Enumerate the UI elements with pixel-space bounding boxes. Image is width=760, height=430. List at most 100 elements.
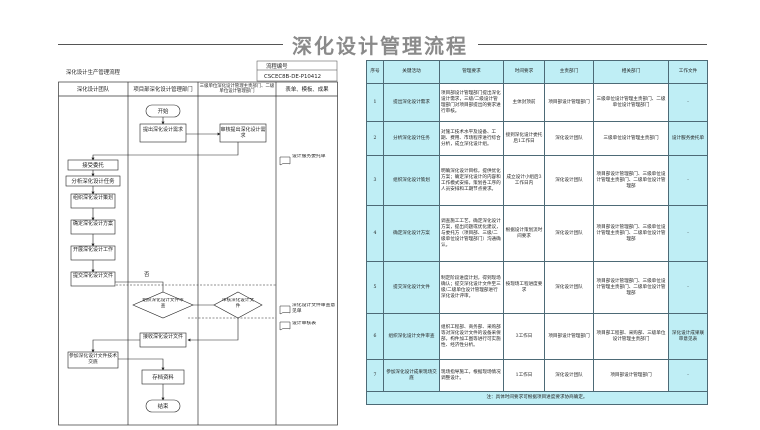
cell-activity: 组织深化设计文件审查 <box>383 313 440 360</box>
node-start: 开始 <box>145 104 181 118</box>
form-doc-3: 设计审核表 <box>279 321 316 331</box>
title-rule-right <box>478 44 707 45</box>
form-doc-1: 设计服务委托单 <box>279 154 326 166</box>
management-table: 序号 关键活动 管理要求 时间要求 主责部门 相关部门 工作文件 1 提出深化设… <box>366 60 708 405</box>
svg-text:结束: 结束 <box>158 402 169 410</box>
form-doc-2: 深化设计文件审查意见单 <box>279 303 335 315</box>
table-note: 注：具体时间要求可根据项目进度要求协商确定。 <box>366 391 708 405</box>
node-review-file-project: 组织深化设计文件审查 <box>132 291 194 319</box>
doc-title: 深化设计生产管理流程 <box>66 68 121 76</box>
col-header-activity: 关键活动 <box>383 60 440 84</box>
cell-requirement: 组织工程部、商务部、采购部等对深化设计文件的设备采保部，构件加工图等进行可实施性… <box>439 313 504 360</box>
node-submit-file: 提交深化设计文件 <box>70 271 116 287</box>
code-value: CSCEC8B-DE-P10412 <box>264 74 321 80</box>
cell-requirement: 现场指导施工，根据现场情况调整设计。 <box>439 359 504 392</box>
cell-related: 项目部设计管理部门 <box>593 359 669 392</box>
svg-text:存档资料: 存档资料 <box>152 373 174 381</box>
node-archive: 存档资料 <box>141 369 185 385</box>
table-row: 3 组织深化设计策划 明确深化设计目标，提供优化方案；确定深化设计的内容和工作模… <box>366 155 708 206</box>
cell-doc: 设计服务委托单 <box>668 121 708 156</box>
table-row: 2 分析深化设计任务 对施工技术水平及设备、工期、费用、市场程序进行综合分析，成… <box>366 121 708 156</box>
cell-lead: 深化设计团队 <box>544 205 594 262</box>
col-header-related: 相关部门 <box>593 60 669 84</box>
cell-requirement: 明确深化设计目标，提供优化方案；确定深化设计的内容和工作模式安排，策划各工序的人… <box>439 155 504 206</box>
lane-label-team: 深化设计团队 <box>77 85 110 93</box>
code-box <box>256 60 338 82</box>
flowchart-diagram: 深化设计生产管理流程 流程编号 CSCEC8B-DE-P10412 深化设计团队… <box>58 60 338 426</box>
cell-related: 项目部设计管理部门、三级单位设计管理主责部门、二级单位设计管理部 <box>593 205 669 262</box>
cell-activity: 提出深化设计需求 <box>383 83 440 122</box>
table-row: 4 确定深化设计方案 调查施工工艺，确定深化设计方案，提出问题或优化建议，与委托… <box>366 205 708 262</box>
cell-time: 1工作日 <box>503 359 545 392</box>
cell-no: 4 <box>366 205 384 262</box>
cell-time: 根据设计策划流时间要求 <box>503 205 545 262</box>
cell-lead: 深化设计团队 <box>544 261 594 314</box>
cell-related: 项目部设计管理部门、三级单位设计管理主责部门、二级单位设计管理部 <box>593 155 669 206</box>
node-confirm-plan: 确定深化设计方案 <box>70 219 116 235</box>
cell-lead: 深化设计团队 <box>544 155 594 206</box>
cell-requirement: 对施工技术水平及设备、工期、费用、市场程序进行综合分析，成立深化设计组。 <box>439 121 504 156</box>
node-plan: 组织深化设计策划 <box>70 193 116 209</box>
node-review-requirement: 审核提出深化设计需求 <box>219 123 267 143</box>
cell-related: 项目部设计管理部门、三级单位设计管理主责部门、二级单位设计管理部 <box>593 261 669 314</box>
cell-no: 5 <box>366 261 384 314</box>
cell-time: 主体封顶前 <box>503 83 545 122</box>
cell-requirement: 项目部设计管理部门提出深化设计需求，三级/二级设计管理部门对项目部提出的要求进行… <box>439 83 504 122</box>
lane-label-project-dept: 项目部深化设计管理部门 <box>133 85 192 93</box>
svg-text:开始: 开始 <box>158 107 169 115</box>
node-issue-file: 接收深化设计文件 <box>139 332 187 348</box>
cell-time: 接到深化设计委托后1工作日 <box>503 121 545 156</box>
cell-time: 按现场工程进度要求 <box>503 261 545 314</box>
cell-no: 1 <box>366 83 384 122</box>
cell-lead: 项目部设计管理部门 <box>544 313 594 360</box>
cell-doc: - <box>668 83 708 122</box>
cell-related: 项目部工程部、采购部、三级单位设计管理主责部门 <box>593 313 669 360</box>
cell-no: 6 <box>366 313 384 360</box>
code-label: 流程编号 <box>266 62 288 70</box>
cell-time: 成立设计小组后3工作日内 <box>503 155 545 206</box>
table-note-row: 注：具体时间要求可根据项目进度要求协商确定。 <box>366 391 708 405</box>
svg-text:接受委托: 接受委托 <box>82 161 104 169</box>
cell-time: 3工作日 <box>503 313 545 360</box>
col-header-time: 时间要求 <box>503 60 545 84</box>
lane-label-lead-dept: 三级单位深化设计管理主责部门、二级单位设计管理部门 <box>199 84 275 94</box>
flowchart-panel: 深化设计生产管理流程 流程编号 CSCEC8B-DE-P10412 深化设计团队… <box>58 60 338 426</box>
col-header-doc: 工作文件 <box>668 60 708 84</box>
cell-lead: 项目部设计管理部门 <box>544 83 594 122</box>
table-row: 1 提出深化设计需求 项目部设计管理部门提出深化设计需求，三级/二级设计管理部门… <box>366 83 708 122</box>
cell-activity: 分析深化设计任务 <box>383 121 440 156</box>
cell-activity: 提交深化设计文件 <box>383 261 440 314</box>
node-end: 结束 <box>145 399 181 413</box>
table-row: 6 组织深化设计文件审查 组织工程部、商务部、采购部等对深化设计文件的设备采保部… <box>366 313 708 360</box>
lane-label-forms: 表单、模板、成果 <box>285 85 329 93</box>
col-header-requirement: 管理要求 <box>439 60 504 84</box>
node-receive-task: 接受委托 <box>67 159 119 171</box>
node-analyze-task: 分析深化设计任务 <box>65 175 121 187</box>
cell-activity: 参加深化设计成果现场交底 <box>383 359 440 392</box>
cell-no: 2 <box>366 121 384 156</box>
cell-related: 三级单位设计管理主责部门 <box>593 121 669 156</box>
node-submit-requirement: 提出深化设计需求 <box>139 123 187 143</box>
node-field-support: 参加深化设计文件技术交底 <box>67 351 119 369</box>
table-row: 5 提交深化设计文件 制定阶段进度计划，得到现场确认；提交深化设计文件至三级/二… <box>366 261 708 314</box>
no-branch-label: 否 <box>144 271 150 278</box>
cell-related: 三级单位设计管理主责部门、二级单位设计管理部门 <box>593 83 669 122</box>
table-row: 7 参加深化设计成果现场交底 现场指导施工，根据现场情况调整设计。 1工作日 深… <box>366 359 708 392</box>
table-header-row: 序号 关键活动 管理要求 时间要求 主责部门 相关部门 工作文件 <box>366 60 708 84</box>
cell-doc: - <box>668 261 708 314</box>
cell-doc: - <box>668 359 708 392</box>
svg-text:分析深化设计任务: 分析深化设计任务 <box>71 177 115 185</box>
cell-activity: 组织深化设计策划 <box>383 155 440 206</box>
cell-requirement: 制定阶段进度计划，得到现场确认；提交深化设计文件至三级/二级单位设计管理部进行深… <box>439 261 504 314</box>
node-review-file-lead: 审核深化设计文件 <box>213 291 263 319</box>
col-header-lead: 主责部门 <box>544 60 594 84</box>
cell-doc: 深化设计成果联审意见表 <box>668 313 708 360</box>
title-rule-left <box>58 44 283 45</box>
cell-no: 3 <box>366 155 384 206</box>
cell-lead: 深化设计团队 <box>544 359 594 392</box>
cell-doc: - <box>668 155 708 206</box>
page-title: 深化设计管理流程 <box>292 34 468 58</box>
cell-lead: 深化设计团队 <box>544 121 594 156</box>
node-develop: 开展深化设计工作 <box>70 245 116 261</box>
cell-activity: 确定深化设计方案 <box>383 205 440 262</box>
